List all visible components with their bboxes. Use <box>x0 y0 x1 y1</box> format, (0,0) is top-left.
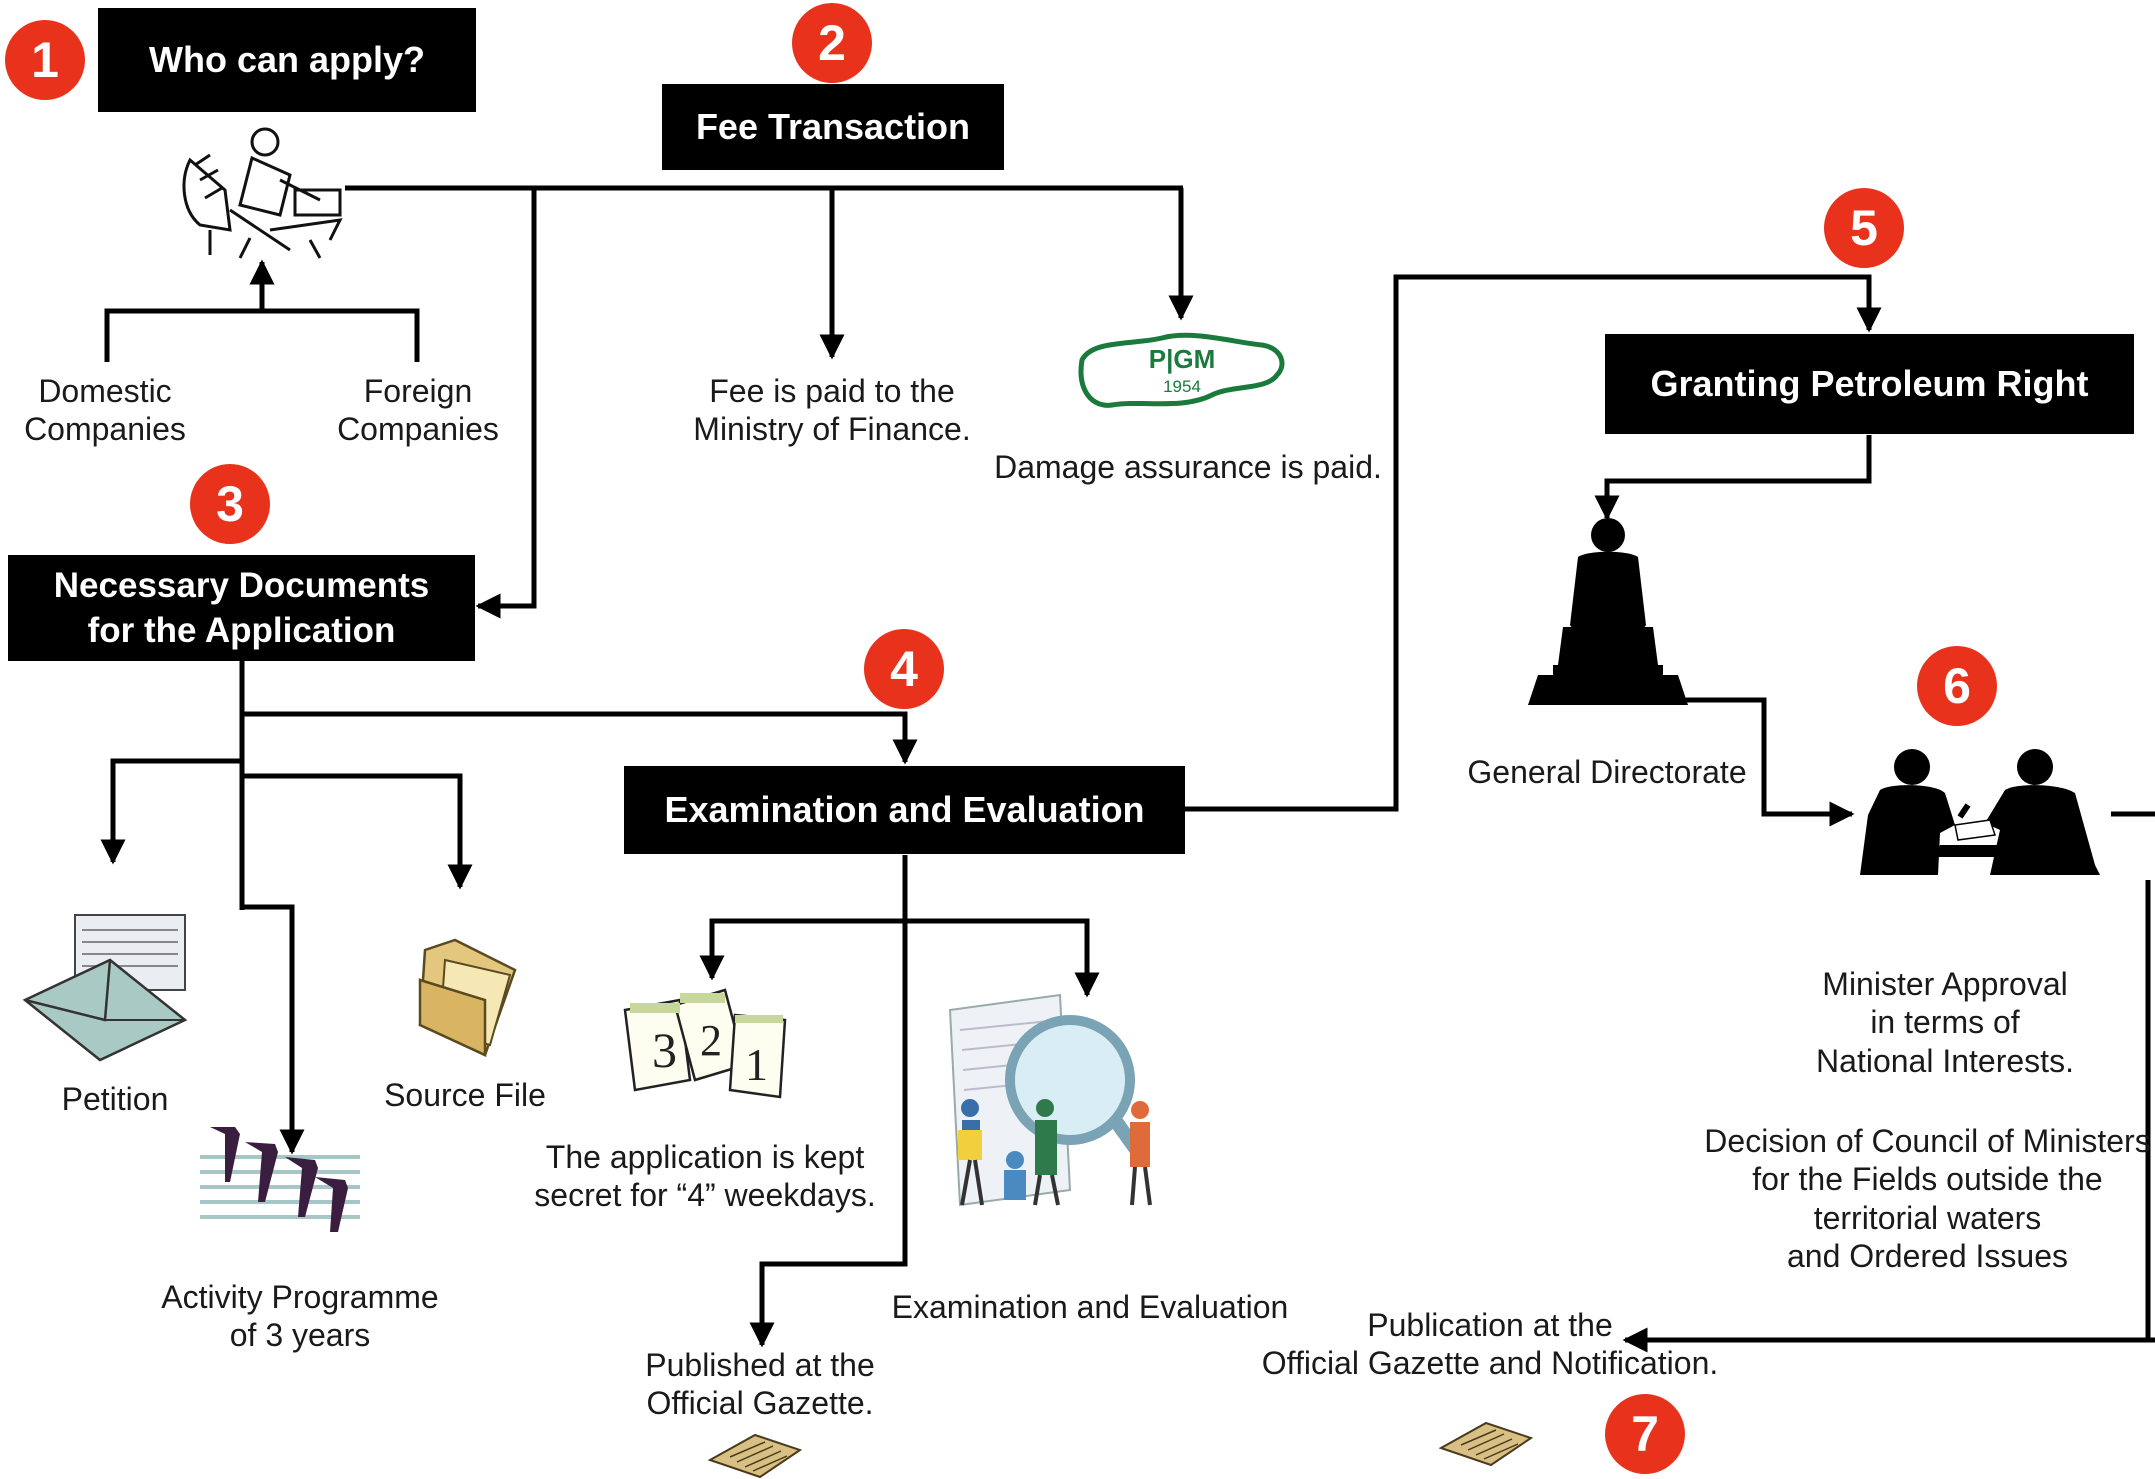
step3-title-box: Necessary Documents for the Application <box>8 555 475 661</box>
folder-icon <box>418 938 517 1057</box>
to-petition-arrow <box>100 758 242 865</box>
step2-title: Fee Transaction <box>695 106 971 147</box>
step4-badge: 4 <box>864 629 944 709</box>
to-source-file-arrow <box>242 773 473 890</box>
to-calendar-arrow <box>699 918 905 981</box>
documents-to-exam-arrow <box>242 711 918 765</box>
step1-title: Who can apply? <box>148 39 425 80</box>
magnifier-team-icon <box>948 993 1152 1207</box>
businessmen-meeting-icon <box>1860 749 2100 875</box>
granting-to-directorate-arrow <box>1594 435 1872 521</box>
calendar-icon: 3 2 1 <box>623 988 787 1099</box>
step4-title: Examination and Evaluation <box>664 789 1145 830</box>
newspaper-icon <box>707 1433 803 1479</box>
general-directorate-label: General Directorate <box>1467 754 1747 790</box>
to-documents-arrow <box>475 188 537 619</box>
pigm-logo-text: P|GM <box>1149 344 1216 374</box>
step2-badge: 2 <box>792 3 872 83</box>
step4-title-box: Examination and Evaluation <box>624 766 1185 854</box>
step1-badge: 1 <box>5 20 85 100</box>
step5-badge: 5 <box>1824 188 1904 268</box>
svg-text:1: 1 <box>745 1039 768 1090</box>
minister-approval-label: Minister Approval in terms of National I… <box>1816 966 2074 1079</box>
to-evaluation-arrow <box>905 918 1100 998</box>
pigm-logo-year: 1954 <box>1163 377 1201 396</box>
step5-title: Granting Petroleum Right <box>1650 363 2089 404</box>
damage-assurance-label: Damage assurance is paid. <box>994 449 1382 485</box>
council-decision-label: Decision of Council of Ministers for the… <box>1704 1123 2151 1275</box>
step3-title: Necessary Documents for the Application <box>53 565 430 651</box>
exam-eval-label: Examination and Evaluation <box>891 1289 1289 1325</box>
secret-weekdays-label: The application is kept secret for “4” w… <box>534 1139 876 1214</box>
step3-badge: 3 <box>190 464 270 544</box>
source-file-label: Source File <box>384 1077 546 1113</box>
published-gazette-label: Published at the Official Gazette. <box>645 1347 875 1422</box>
domestic-companies-label: Domestic Companies <box>24 373 186 448</box>
directorate-to-meeting-arrow <box>1682 697 1855 827</box>
step1-title-box: Who can apply? <box>98 8 476 112</box>
step6-badge: 6 <box>1917 646 1997 726</box>
to-activity-arrow <box>242 904 305 1155</box>
exam-to-gazette-arrow <box>749 855 908 1348</box>
step7-badge: 7 <box>1605 1394 1685 1474</box>
envelope-icon <box>22 914 188 1062</box>
svg-text:2: 2 <box>700 1016 722 1065</box>
step5-title-box: Granting Petroleum Right <box>1605 334 2134 434</box>
foreign-companies-label: Foreign Companies <box>337 373 499 448</box>
statue-icon <box>1528 518 1688 705</box>
petition-label: Petition <box>61 1081 169 1117</box>
pigm-logo-icon: P|GM 1954 <box>1078 332 1285 408</box>
exam-to-granting-arrow <box>1184 274 1882 812</box>
fee-paid-label: Fee is paid to the Ministry of Finance. <box>693 373 971 448</box>
office-worker-icon <box>182 127 343 259</box>
step2-title-box: Fee Transaction <box>662 84 1004 170</box>
oil-pump-icon <box>200 1127 360 1232</box>
publication-label: Publication at the Official Gazette and … <box>1261 1307 1719 1382</box>
newspaper-icon <box>1438 1421 1534 1467</box>
svg-text:3: 3 <box>652 1022 677 1078</box>
activity-programme-label: Activity Programme of 3 years <box>161 1279 439 1354</box>
companies-connector <box>104 308 420 362</box>
